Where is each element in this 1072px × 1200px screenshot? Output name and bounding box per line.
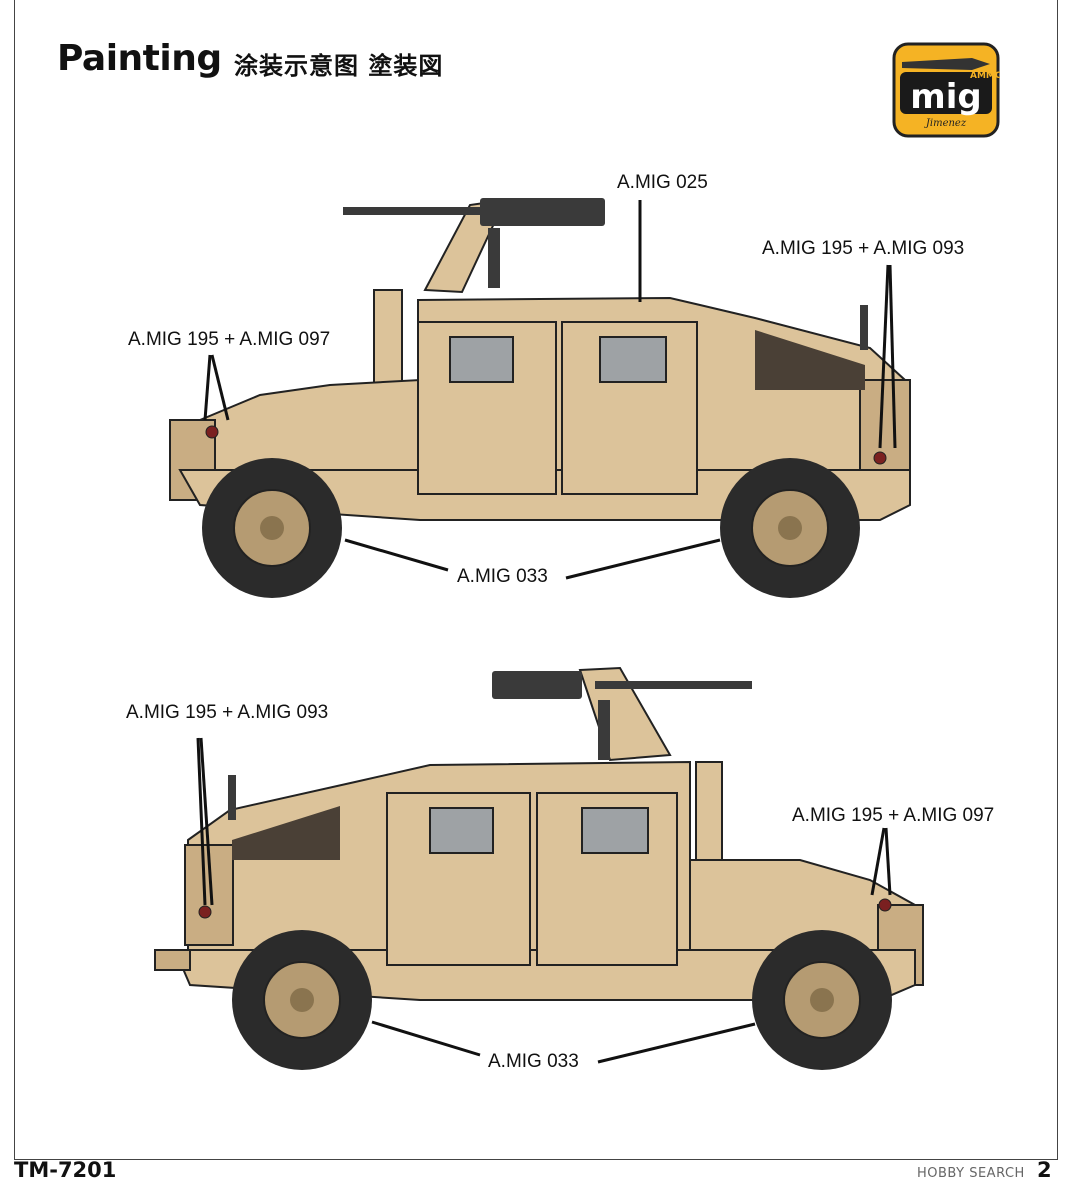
logo-ammo-text: AMMO bbox=[970, 71, 1000, 81]
label-rear-light-color-bottom: A.MIG 195 + A.MIG 093 bbox=[126, 702, 329, 723]
vehicle-top-leader-lines bbox=[203, 200, 897, 580]
label-tyre-color-bottom: A.MIG 033 bbox=[488, 1051, 579, 1072]
page-frame bbox=[14, 0, 1058, 1160]
watermark: HOBBY SEARCH bbox=[917, 1166, 1025, 1181]
label-tyre-color: A.MIG 033 bbox=[457, 566, 548, 587]
page-title: Painting bbox=[57, 38, 222, 79]
product-code: TM-7201 bbox=[14, 1158, 117, 1182]
ammo-mig-logo: AMMO mig Jimenez bbox=[892, 42, 1000, 138]
logo-mig-text: mig bbox=[910, 77, 981, 117]
label-front-light-color: A.MIG 195 + A.MIG 097 bbox=[128, 329, 331, 350]
label-rear-light-color: A.MIG 195 + A.MIG 093 bbox=[762, 238, 965, 259]
page-number: 2 bbox=[1037, 1158, 1052, 1182]
logo-jimenez-text: Jimenez bbox=[924, 118, 967, 129]
vehicle-bottom-leader-lines bbox=[196, 737, 892, 1064]
page-subtitle: 涂装示意图 塗装図 bbox=[234, 52, 444, 80]
vehicle-bottom-body bbox=[154, 666, 924, 1070]
label-roof-color: A.MIG 025 bbox=[617, 172, 708, 193]
vehicle-top-body bbox=[169, 198, 911, 598]
label-front-light-color-bottom: A.MIG 195 + A.MIG 097 bbox=[792, 805, 995, 826]
